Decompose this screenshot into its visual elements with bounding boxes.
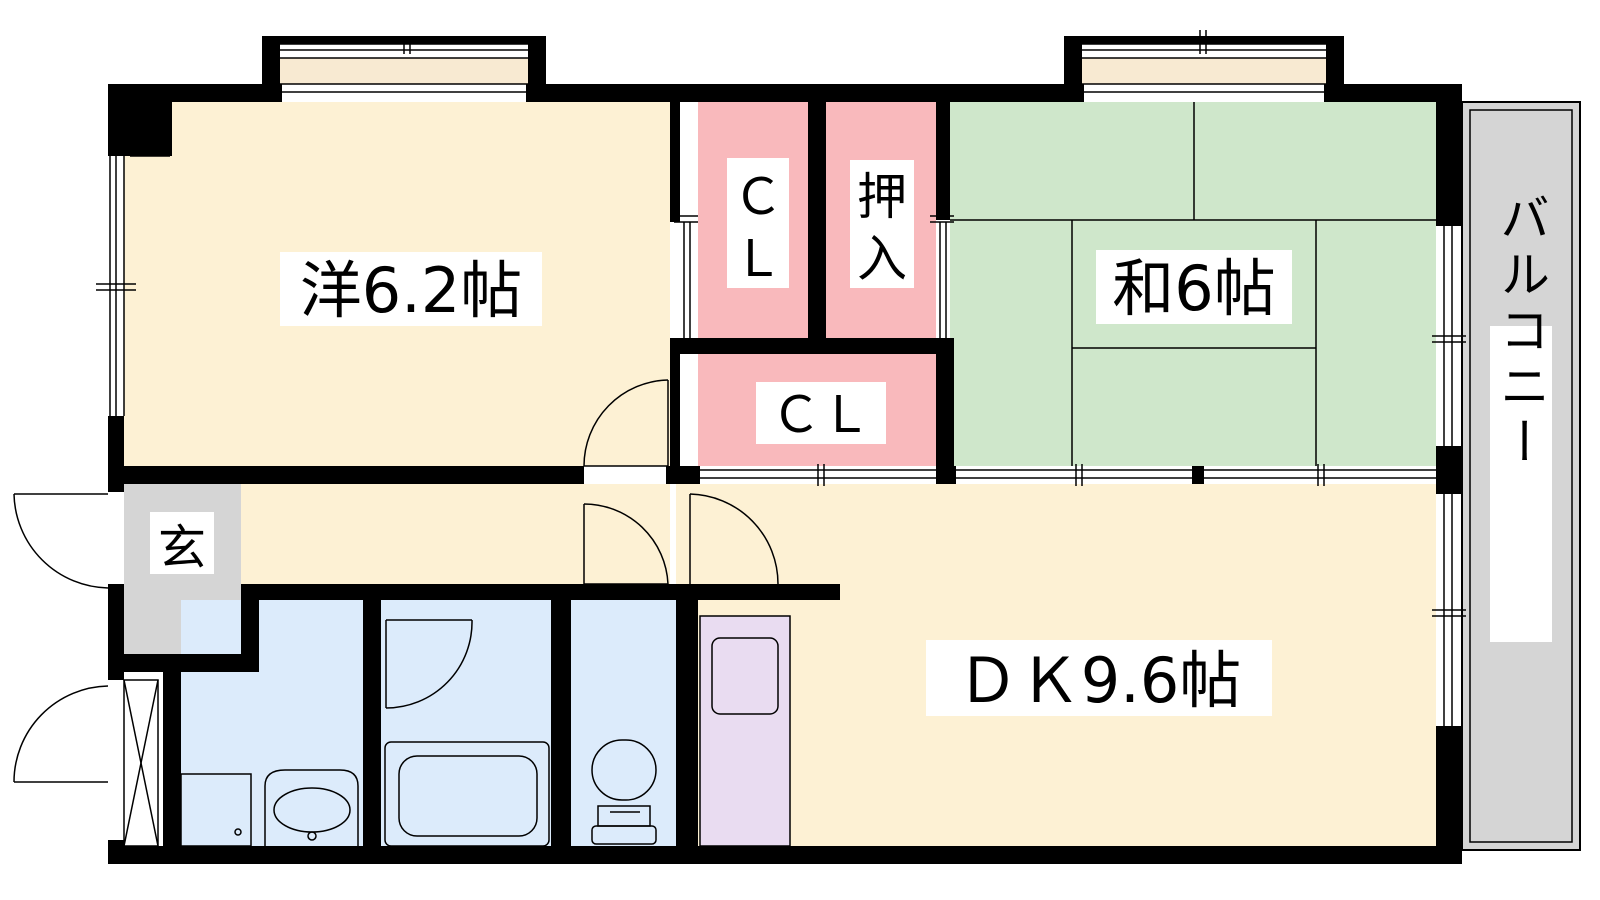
kitchen-counter	[699, 615, 791, 847]
dk-label-bg	[926, 640, 1272, 716]
top-window-left	[262, 36, 546, 102]
doors	[13, 379, 779, 847]
hallway-floor	[241, 484, 670, 584]
toilet	[591, 739, 657, 845]
closet-top-label-line2: Ｌ	[733, 230, 783, 288]
washroom-floor	[181, 600, 363, 846]
western-room-label-bg	[280, 252, 542, 326]
washing-machine-area	[180, 773, 252, 847]
japanese-room-label-bg	[1096, 250, 1292, 324]
balcony-label: バルコニー	[1492, 192, 1550, 472]
closet-top-label-bg	[727, 158, 789, 288]
oshiire-label-line2: 入	[857, 230, 907, 288]
right-window-upper	[1432, 226, 1466, 446]
top-window-right	[1064, 30, 1344, 102]
closet-middle-label: ＣＬ	[771, 386, 871, 444]
right-window-lower	[1432, 494, 1466, 726]
closet-middle-label-bg	[756, 382, 886, 444]
tatami-lines	[950, 102, 1436, 466]
kitchen-sink	[711, 637, 779, 715]
entrance-label-bg	[150, 512, 214, 574]
closet-top-label-line1: Ｃ	[733, 168, 783, 226]
sliding-partitions	[674, 215, 1436, 486]
oshiire-label-line1: 押	[857, 168, 907, 226]
toilet-floor	[571, 600, 676, 846]
balcony-inner	[1469, 109, 1573, 843]
entrance-label: 玄	[158, 520, 206, 576]
bathtub	[384, 741, 550, 847]
japanese-room-label: 和6帖	[1112, 252, 1275, 325]
left-window	[96, 155, 170, 416]
dk-label: ＤＫ9.6帖	[957, 644, 1242, 717]
walls	[108, 84, 1462, 864]
wash-basin	[264, 769, 359, 846]
bathroom-floor	[381, 600, 551, 846]
oshiire-label-bg	[850, 160, 914, 288]
balcony-label-bg	[1490, 326, 1552, 642]
western-room-label: 洋6.2帖	[300, 254, 523, 327]
